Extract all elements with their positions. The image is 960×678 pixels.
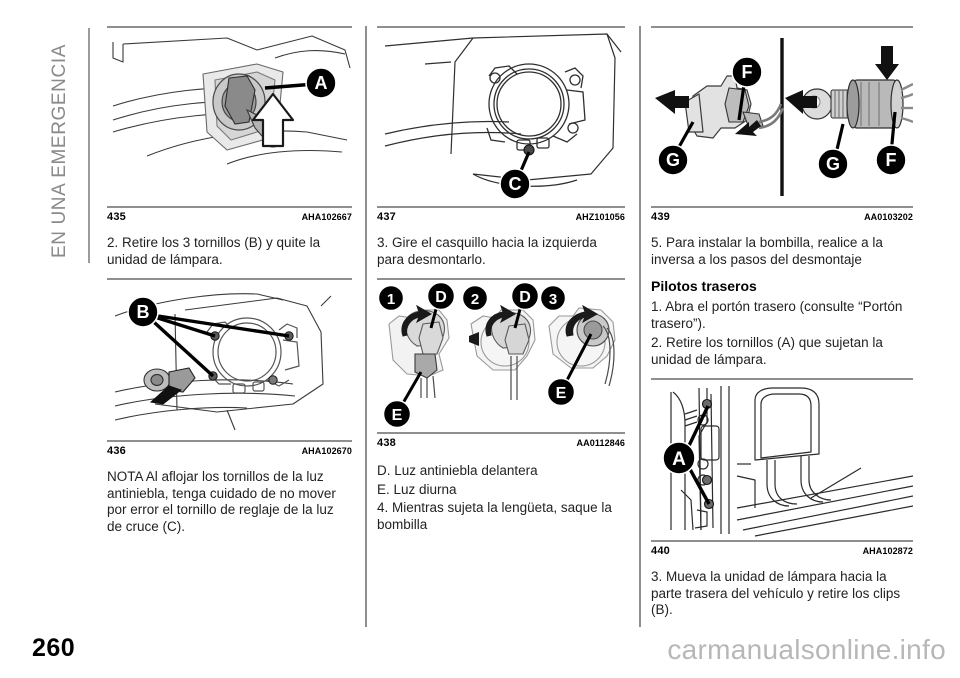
svg-text:2: 2	[471, 291, 479, 308]
figure-440-number: 440	[651, 545, 670, 557]
svg-text:A: A	[672, 449, 686, 470]
rule-top-c2	[377, 26, 625, 28]
figure-438-code: AA0112846	[576, 438, 625, 448]
column-1: A 435 AHA102667 2. Retire los 3 tornillo…	[107, 26, 352, 545]
rear-step-2-paragraph: 2. Retire los tornillos (A) que sujetan …	[651, 335, 883, 367]
rule-below-fig440	[651, 540, 913, 542]
callout-e-1: E	[382, 371, 423, 429]
step-4-paragraph: 4. Mientras sujeta la lengüeta, saque la…	[377, 500, 612, 532]
chapter-title-vertical: EN UNA EMERGENCIA	[49, 44, 70, 258]
callout-a: A	[264, 67, 337, 99]
rule-below-fig438	[377, 432, 625, 434]
callout-2: 2	[461, 284, 489, 312]
site-watermark: carmanualsonline.info	[667, 634, 946, 665]
rule-below-fig435	[107, 206, 352, 208]
svg-text:F: F	[886, 150, 897, 170]
svg-text:C: C	[509, 174, 522, 194]
figure-438: 1 D E	[377, 280, 625, 432]
rule-above-fig438	[377, 278, 625, 280]
rule-below-fig437	[377, 206, 625, 208]
rule-below-fig439	[651, 206, 913, 208]
step-3-paragraph: 3. Gire el casquillo hacia la izquierda …	[377, 235, 597, 267]
figure-436: B	[107, 280, 352, 440]
callout-a-440: A	[662, 405, 711, 505]
figure-435-caption: 435 AHA102667	[107, 208, 352, 225]
svg-text:3: 3	[549, 291, 557, 308]
figure-439: F G	[651, 28, 913, 206]
figure-435-code: AHA102667	[301, 212, 352, 222]
column-2: C 437 AHZ101056 3. Gire el casquillo hac…	[377, 26, 625, 539]
figure-436-code: AHA102670	[301, 446, 352, 456]
callout-c: C	[499, 151, 531, 200]
svg-text:A: A	[315, 73, 328, 93]
callout-1: 1	[377, 284, 405, 312]
callout-e-3: E	[546, 333, 593, 407]
rule-above-fig436	[107, 278, 352, 280]
svg-text:B: B	[137, 302, 150, 322]
svg-text:G: G	[666, 150, 680, 170]
figure-437-code: AHZ101056	[575, 212, 625, 222]
callout-d-1: D	[426, 281, 456, 329]
figure-435: A	[107, 28, 352, 206]
column-separator-2	[639, 26, 641, 627]
step-2-paragraph: 2. Retire los 3 tornillos (B) y quite la…	[107, 235, 321, 267]
figure-436-caption: 436 AHA102670	[107, 442, 352, 459]
callout-g-left: G	[657, 121, 695, 176]
page-number: 260	[32, 634, 76, 662]
callout-d-2: D	[510, 281, 540, 329]
rear-step-3-paragraph: 3. Mueva la unidad de lámpara hacia la p…	[651, 569, 901, 617]
column-separator-1	[365, 26, 367, 627]
chapter-side-tab: EN UNA EMERGENCIA	[0, 0, 105, 678]
legend-e: E. Luz diurna	[377, 481, 457, 497]
callout-g-right: G	[817, 123, 849, 180]
svg-text:D: D	[519, 289, 531, 306]
column-3: F G	[651, 26, 913, 629]
step-5-paragraph: 5. Para instalar la bombilla, realice a …	[651, 235, 883, 267]
svg-text:G: G	[826, 154, 840, 174]
figure-440-caption: 440 AHA102872	[651, 542, 913, 559]
svg-text:1: 1	[387, 291, 395, 308]
figure-439-code: AA0103202	[864, 212, 913, 222]
callout-f-left: F	[731, 56, 763, 121]
rule-below-fig436	[107, 440, 352, 442]
heading-pilotos-traseros: Pilotos traseros	[651, 278, 757, 294]
figure-435-number: 435	[107, 211, 126, 223]
rule-above-fig440	[651, 378, 913, 380]
rule-top-c3	[651, 26, 913, 28]
figure-440-code: AHA102872	[862, 546, 913, 556]
figure-438-number: 438	[377, 437, 396, 449]
figure-438-caption: 438 AA0112846	[377, 434, 625, 451]
figure-437: C	[377, 28, 625, 206]
figure-436-number: 436	[107, 445, 126, 457]
note-paragraph: NOTA Al aflojar los tornillos de la luz …	[107, 469, 336, 534]
legend-d: D. Luz antiniebla delantera	[377, 463, 538, 478]
svg-text:E: E	[392, 407, 403, 424]
callout-b: B	[127, 296, 290, 378]
figure-437-caption: 437 AHZ101056	[377, 208, 625, 225]
svg-text:D: D	[435, 289, 447, 306]
figure-439-number: 439	[651, 211, 670, 223]
rear-step-1-paragraph: 1. Abra el portón trasero (consulte “Por…	[651, 299, 903, 331]
chapter-tab-rule	[88, 28, 90, 263]
callout-f-right: F	[875, 111, 907, 176]
figure-437-number: 437	[377, 211, 396, 223]
svg-text:F: F	[742, 62, 753, 82]
figure-439-caption: 439 AA0103202	[651, 208, 913, 225]
callout-3: 3	[539, 284, 567, 312]
figure-440: A	[651, 380, 913, 540]
svg-text:E: E	[556, 385, 567, 402]
rule-top-c1	[107, 26, 352, 28]
